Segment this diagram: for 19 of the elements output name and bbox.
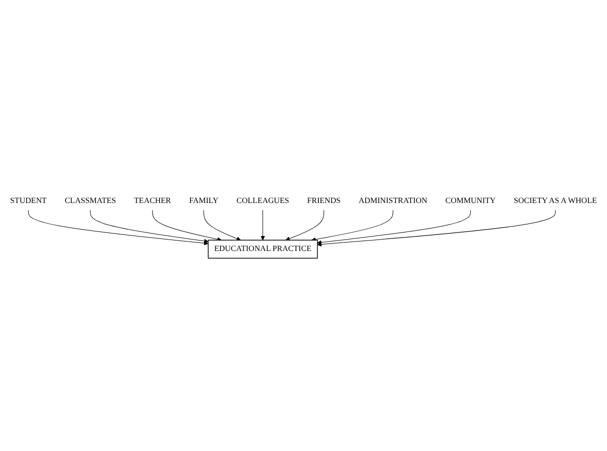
arrow: [152, 210, 222, 242]
node-text: TEACHER: [134, 196, 172, 206]
node-text: CLASSMATES: [64, 196, 116, 206]
arrow: [260, 210, 265, 241]
node-text: STUDENT: [10, 196, 47, 206]
arrow: [90, 210, 208, 244]
arrow: [286, 210, 324, 242]
node-text: FAMILY: [189, 196, 218, 206]
arrow: [317, 210, 471, 245]
arrow: [311, 210, 394, 242]
arrow: [317, 210, 556, 247]
node-text: FRIENDS: [307, 196, 341, 206]
arrow: [28, 210, 208, 246]
node-text: ADMINISTRATION: [358, 196, 428, 206]
node-text: COLLEAGUES: [236, 196, 290, 206]
arrow: [204, 210, 241, 242]
node-text: COMMUNITY: [445, 196, 496, 206]
node-text: SOCIETY AS A WHOLE: [514, 196, 597, 206]
node-box: EDUCATIONAL PRACTICE: [208, 240, 318, 259]
